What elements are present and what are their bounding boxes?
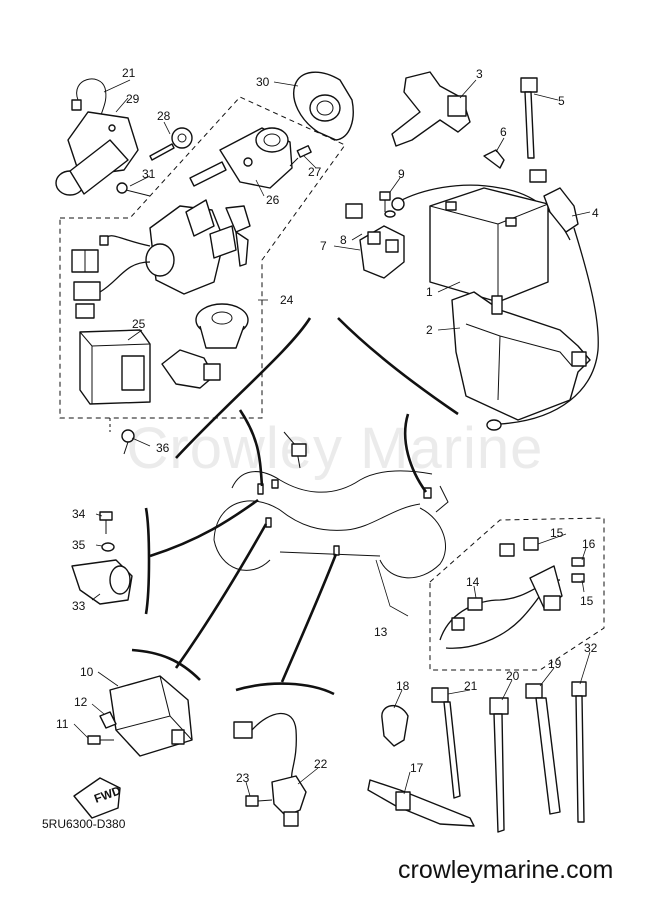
lead-group-24 bbox=[238, 409, 264, 487]
ignition-switch-body bbox=[71, 199, 251, 319]
callout-10: 10 bbox=[80, 665, 94, 679]
part-3-bracket bbox=[391, 71, 471, 147]
part-22-sensor bbox=[233, 712, 307, 827]
part-7-relay bbox=[345, 203, 405, 279]
callout-28: 28 bbox=[157, 109, 171, 123]
part-10-rectifier bbox=[87, 675, 193, 757]
lead-left-mid bbox=[149, 498, 259, 558]
callout-21b: 21 bbox=[464, 679, 478, 693]
bracket-left-mid bbox=[144, 507, 151, 615]
group-13-outline bbox=[429, 517, 605, 671]
bracket-sensor bbox=[235, 682, 335, 696]
part-28-key bbox=[149, 127, 193, 161]
part-13-wire-harness bbox=[439, 537, 585, 649]
callout-21: 21 bbox=[122, 66, 136, 80]
lead-sensor bbox=[280, 553, 338, 683]
callout-8: 8 bbox=[340, 233, 347, 247]
part-20-cable-tie bbox=[489, 697, 509, 833]
callout-12: 12 bbox=[74, 695, 88, 709]
callout-32: 32 bbox=[584, 641, 598, 655]
bracket-top-left bbox=[175, 317, 312, 459]
lead-harness bbox=[375, 559, 409, 617]
callout-27: 27 bbox=[308, 165, 322, 179]
diagram-code: 5RU6300-D380 bbox=[42, 817, 126, 831]
callout-3: 3 bbox=[476, 67, 483, 81]
callout-15b: 15 bbox=[580, 594, 594, 608]
part-1-battery bbox=[429, 187, 549, 303]
callout-31: 31 bbox=[142, 167, 156, 181]
callout-1: 1 bbox=[426, 285, 433, 299]
site-url[interactable]: crowleymarine.com bbox=[398, 856, 614, 884]
callout-24: 24 bbox=[280, 293, 294, 307]
part-4-connector bbox=[486, 169, 599, 431]
callout-23: 23 bbox=[236, 771, 250, 785]
part-25-module bbox=[79, 329, 151, 405]
leader-lines bbox=[73, 79, 591, 797]
callout-26: 26 bbox=[266, 193, 280, 207]
part-6-clamp bbox=[483, 149, 505, 169]
part-29-assembly bbox=[55, 78, 139, 196]
callout-20: 20 bbox=[506, 669, 520, 683]
callout-13: 13 bbox=[374, 625, 388, 639]
callout-4: 4 bbox=[592, 206, 599, 220]
callout-19: 19 bbox=[548, 657, 562, 671]
callout-16: 16 bbox=[582, 537, 596, 551]
fwd-arrow: FWD bbox=[73, 777, 123, 819]
callout-30: 30 bbox=[256, 75, 270, 89]
callout-17: 17 bbox=[410, 761, 424, 775]
callout-36: 36 bbox=[156, 441, 170, 455]
part-18-clamp bbox=[381, 705, 409, 747]
part-19-cable-tie bbox=[525, 683, 561, 815]
callout-9: 9 bbox=[398, 167, 405, 181]
part-17-band bbox=[367, 779, 475, 827]
callout-35: 35 bbox=[72, 538, 86, 552]
callout-5: 5 bbox=[558, 94, 565, 108]
part-32-cable-tie bbox=[571, 681, 587, 823]
part-9-bolt bbox=[379, 191, 396, 218]
part-2-battery-box bbox=[451, 291, 591, 421]
part-36-screw bbox=[109, 418, 135, 455]
lead-rectifier bbox=[174, 523, 268, 669]
part-30-cover bbox=[293, 71, 354, 141]
part-31-screw bbox=[116, 182, 151, 197]
callout-6: 6 bbox=[500, 125, 507, 139]
callout-29: 29 bbox=[126, 92, 140, 106]
part-27-screw bbox=[289, 145, 312, 167]
battery-terminal bbox=[391, 197, 405, 211]
callout-22: 22 bbox=[314, 757, 328, 771]
part-26-main-switch bbox=[189, 127, 293, 189]
callout-2: 2 bbox=[426, 323, 433, 337]
bracket-top-right bbox=[337, 317, 459, 416]
motorcycle-outline bbox=[213, 431, 449, 579]
callout-11: 11 bbox=[56, 717, 69, 731]
callout-14: 14 bbox=[466, 575, 480, 589]
callout-25: 25 bbox=[132, 317, 146, 331]
bracket-rectifier bbox=[131, 648, 201, 681]
callout-7: 7 bbox=[320, 239, 327, 253]
part-33-sensor bbox=[71, 511, 133, 605]
callout-18: 18 bbox=[396, 679, 410, 693]
part-21-cable-tie bbox=[431, 687, 461, 799]
callout-34: 34 bbox=[72, 507, 86, 521]
lead-group-battery bbox=[403, 413, 428, 493]
cap-lock-assembly bbox=[161, 303, 249, 389]
callout-labels: 21 29 28 30 3 5 6 9 4 8 7 1 2 31 26 27 2… bbox=[56, 66, 599, 785]
watermark-text: Crowley Marine bbox=[126, 416, 544, 481]
callout-15a: 15 bbox=[550, 526, 564, 540]
part-5-cable-tie bbox=[520, 77, 538, 159]
callout-33: 33 bbox=[72, 599, 86, 613]
